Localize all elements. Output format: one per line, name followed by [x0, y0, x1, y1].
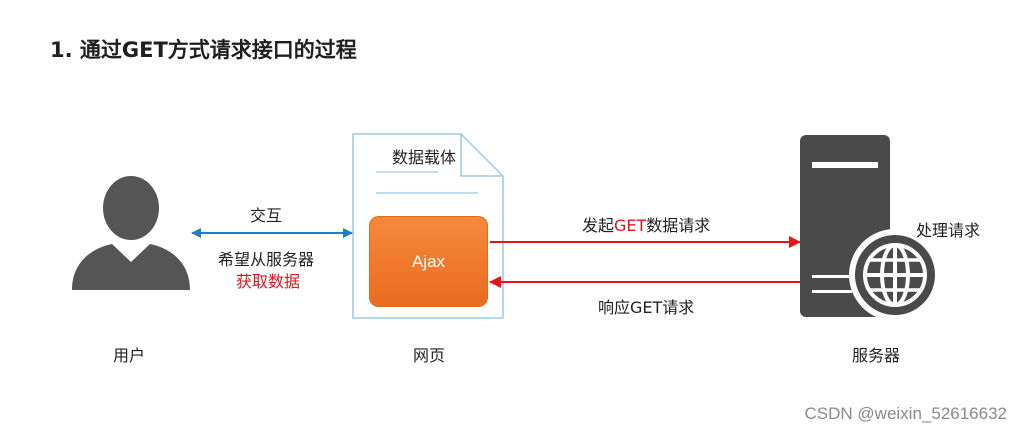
server-label: 服务器	[852, 346, 901, 365]
request-method: GET	[614, 216, 647, 235]
user-icon	[72, 176, 190, 290]
data-carrier-label: 数据载体	[392, 148, 457, 167]
wish-label: 希望从服务器	[218, 250, 315, 269]
page-title: 1. 通过GET方式请求接口的过程	[50, 38, 357, 62]
process-request-label: 处理请求	[916, 221, 981, 240]
ajax-box: Ajax	[369, 216, 488, 307]
watermark: CSDN @weixin_52616632	[804, 404, 1007, 423]
interaction-label: 交互	[250, 206, 283, 225]
request-prefix: 发起	[582, 216, 615, 235]
response-label: 响应GET请求	[598, 298, 695, 317]
fetch-data-label: 获取数据	[236, 272, 301, 291]
user-label: 用户	[113, 346, 146, 365]
ajax-label: Ajax	[411, 252, 446, 271]
request-suffix: 数据请求	[646, 216, 711, 235]
globe-icon	[849, 229, 941, 321]
webpage-label: 网页	[413, 346, 446, 365]
request-label: 发起GET数据请求	[582, 212, 710, 236]
